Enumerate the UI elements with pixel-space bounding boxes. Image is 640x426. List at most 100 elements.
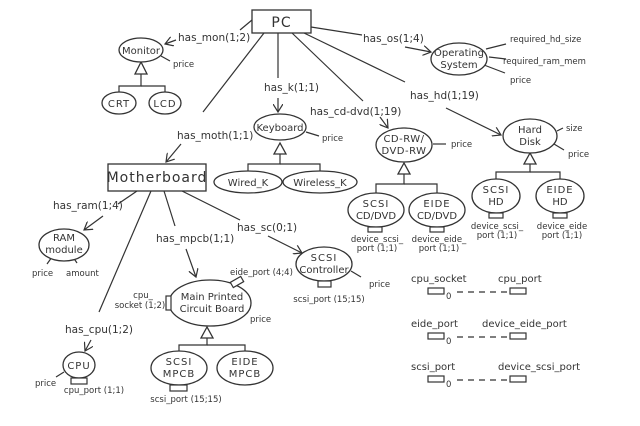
inherit-line <box>280 163 321 172</box>
entity-cpu[interactable]: CPU <box>62 351 96 385</box>
entity-scsi-mpcb-label-1: SCSI <box>166 357 193 368</box>
attr-mpcb-price: price <box>250 315 271 325</box>
edge-has-hd-a <box>303 32 406 83</box>
port-label: port (1;1) <box>542 231 582 241</box>
relation-lines <box>84 19 501 351</box>
entity-lcd[interactable]: LCD <box>148 91 182 115</box>
legend-left-label: cpu_socket <box>411 274 467 285</box>
edge-has-mpcb-b <box>185 248 196 277</box>
inherit-line <box>375 174 405 194</box>
legend-right-label: cpu_port <box>498 274 542 285</box>
entity-hard-disk[interactable]: Hard Disk <box>502 118 558 154</box>
port-label: device_scsi_ <box>351 235 404 245</box>
attr-monitor-price: price <box>173 60 194 70</box>
entity-eide-cd-label-1: EIDE <box>423 199 450 210</box>
rel-has-moth: has_moth(1;1) <box>177 130 253 142</box>
legend-zero: 0 <box>446 380 451 390</box>
attr-line <box>160 55 171 62</box>
edge-has-mon-b <box>165 40 177 44</box>
edge-has-cpu-b <box>85 339 91 351</box>
legend-row-scsi: scsi_port device_scsi_port 0 <box>411 362 580 390</box>
attr-line <box>488 56 507 60</box>
attr-os-price: price <box>510 76 531 86</box>
rel-has-mpcb: has_mpcb(1;1) <box>156 233 234 245</box>
port-scsi <box>169 384 188 392</box>
entity-scsi-hd[interactable]: SCSI HD <box>471 178 521 219</box>
entity-eide-hd[interactable]: EIDE HD <box>535 178 585 219</box>
attr-line <box>483 64 506 74</box>
attr-cpu-price: price <box>35 379 56 389</box>
attr-line <box>350 270 362 278</box>
entity-main-printed-circuit-board[interactable]: Main Printed Circuit Board <box>165 275 252 327</box>
entity-scsi-mpcb-label-2: MPCB <box>163 369 196 380</box>
entity-scsi-cd-dvd[interactable]: SCSI CD/DVD <box>347 192 405 233</box>
entity-ram-label-1: RAM <box>53 233 75 244</box>
entity-pc-label: PC <box>271 15 291 31</box>
entity-crt[interactable]: CRT <box>101 91 137 115</box>
edge-has-moth-b <box>166 143 182 162</box>
inheritance-triangle <box>199 325 215 339</box>
entity-ram-module[interactable]: RAM module <box>38 228 90 262</box>
entity-eide-cd-label-2: CD/DVD <box>417 211 457 222</box>
port-cpu <box>70 377 88 385</box>
edge-has-cpu-a <box>98 190 152 313</box>
inherit-line <box>495 164 531 180</box>
entity-keyboard[interactable]: Keyboard <box>253 113 307 141</box>
inheritance-triangle <box>396 161 412 175</box>
legend-port-connections: cpu_socket cpu_port 0 eide_port device_e… <box>411 274 580 390</box>
entity-scsi-ctrl-label-2: Controller <box>299 265 349 276</box>
port-label: cpu_port (1;1) <box>64 386 124 396</box>
entity-wired-k[interactable]: Wired_K <box>213 170 283 194</box>
entity-operating-system[interactable]: Operating System <box>430 42 488 76</box>
entity-pc[interactable]: PC <box>251 9 312 34</box>
entity-mpcb-label-1: Main Printed <box>181 292 244 303</box>
port-scsi <box>317 280 332 288</box>
edge-has-moth-a <box>202 32 265 113</box>
attr-cdrw-price: price <box>451 140 472 150</box>
entity-motherboard[interactable]: Motherboard <box>107 163 208 192</box>
generalization-trees <box>118 60 561 352</box>
entity-scsi-mpcb[interactable]: SCSI MPCB <box>150 350 208 392</box>
edge-has-mpcb-a <box>163 190 176 227</box>
entity-scsi-cd-label-1: SCSI <box>363 199 390 210</box>
port-label: device_eide <box>537 222 587 232</box>
attr-line <box>55 371 65 378</box>
entity-wireless-k[interactable]: Wireless_K <box>282 170 358 194</box>
legend-right-label: device_scsi_port <box>498 362 580 373</box>
port-device-scsi <box>367 226 383 233</box>
edge-has-os-b <box>404 47 431 52</box>
attr-os-ram-mem: required_ram_mem <box>503 57 586 67</box>
attribute-labels: price required_hd_size required_ram_mem … <box>32 35 589 389</box>
relation-labels: has_mon(1;2) has_os(1;4) has_k(1;1) has_… <box>53 32 479 336</box>
inherit-line <box>404 183 438 194</box>
entity-scsi-hd-label-2: HD <box>488 197 504 208</box>
edge-has-cd-a <box>291 32 364 102</box>
port-label: port (1;1) <box>477 231 517 241</box>
rel-has-mon: has_mon(1;2) <box>178 32 250 44</box>
entity-cd-rw-dvd-rw[interactable]: CD-RW/ DVD-RW <box>375 127 433 163</box>
rel-has-cpu: has_cpu(1;2) <box>65 324 133 336</box>
entity-eide-mpcb-label-1: EIDE <box>231 357 258 368</box>
port-label: cpu_ <box>133 291 153 301</box>
attr-line <box>305 131 320 137</box>
rel-has-k: has_k(1;1) <box>264 82 319 94</box>
entity-cdrw-label-2: DVD-RW <box>381 146 426 157</box>
legend-row-cpu: cpu_socket cpu_port 0 <box>411 274 542 302</box>
port-device-eide <box>429 226 445 233</box>
entity-motherboard-label: Motherboard <box>107 170 208 186</box>
entity-cpu-label: CPU <box>67 361 90 372</box>
attr-line <box>553 143 565 151</box>
entity-keyboard-label: Keyboard <box>256 123 303 134</box>
attr-keyboard-price: price <box>322 134 343 144</box>
edge-has-sc-b <box>267 235 302 253</box>
port-device-scsi <box>488 212 504 219</box>
entity-eide-cd-dvd[interactable]: EIDE CD/DVD <box>408 192 466 233</box>
port-eide <box>229 275 245 289</box>
legend-port-target <box>509 375 527 383</box>
entity-scsi-controller[interactable]: SCSI Controller <box>295 246 353 288</box>
entity-eide-mpcb[interactable]: EIDE MPCB <box>216 350 274 386</box>
attr-line <box>485 43 507 50</box>
entity-monitor[interactable]: Monitor <box>118 37 164 63</box>
attr-ram-price: price <box>32 269 53 279</box>
legend-port-target <box>509 287 527 295</box>
